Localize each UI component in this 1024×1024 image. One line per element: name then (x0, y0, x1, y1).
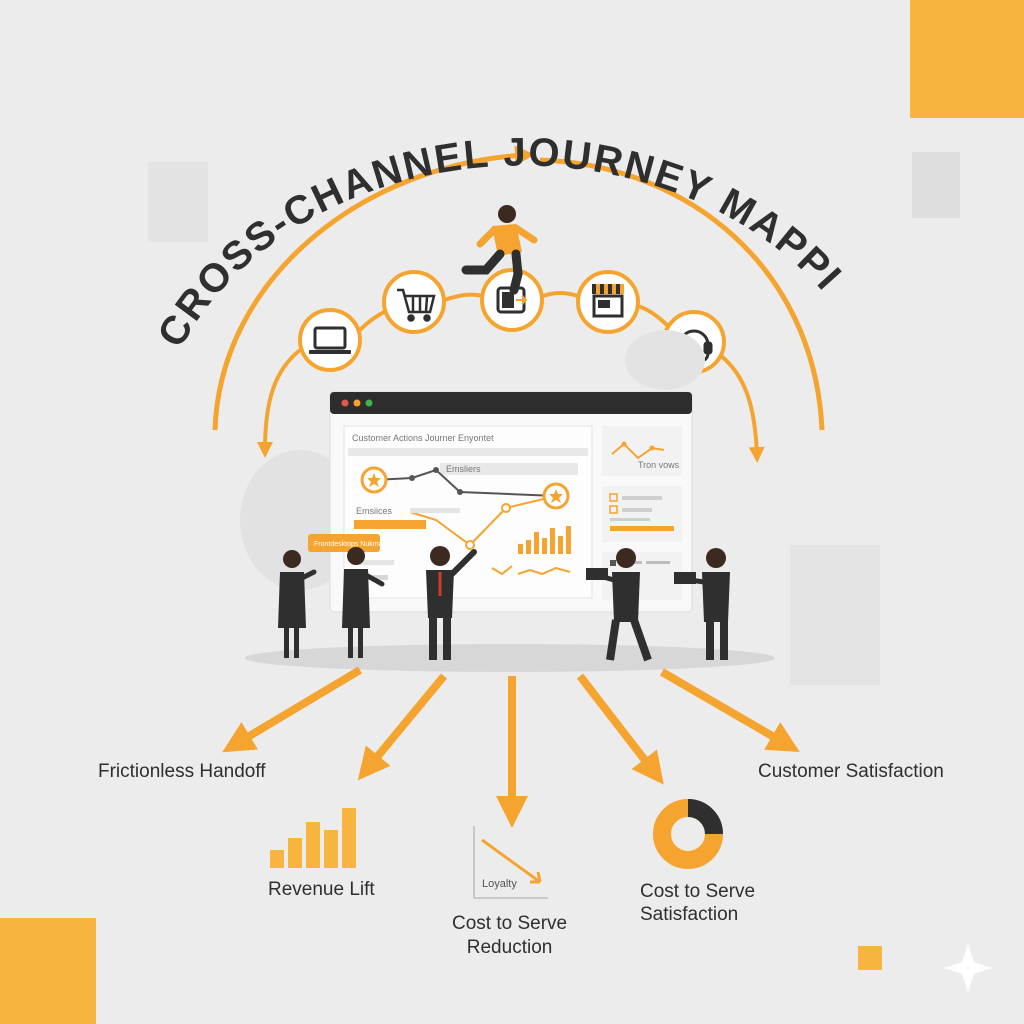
outcome-frictionless-handoff: Frictionless Handoff (98, 761, 266, 782)
corner-square-bottom-left (0, 918, 96, 1024)
outcome-arrow (222, 666, 363, 753)
star-icon (367, 473, 381, 487)
callout-bubble: Frontdesktops Nukmalt (308, 534, 386, 552)
outcome-cost-reduction-line2: Reduction (466, 937, 553, 958)
outcome-arrow (576, 673, 664, 785)
floor-shadow (245, 644, 775, 672)
storefront-icon (592, 284, 624, 318)
sparkle-icon (944, 944, 992, 992)
journey-arc-right (539, 157, 825, 431)
channel-cart (382, 270, 446, 334)
revenue-bars-icon (270, 808, 356, 868)
grey-square-left (148, 162, 208, 242)
channel-store (576, 270, 640, 334)
donut-chart-icon (653, 799, 723, 869)
row-label-2: Emsiices (356, 506, 393, 516)
grey-square-right (912, 152, 960, 218)
man-with-laptop-1 (586, 548, 652, 662)
row-label-1: Emsliers (446, 464, 481, 474)
bg-blob-right (625, 330, 705, 390)
outcome-cost-satisfaction: Cost to Serve Satisfaction (640, 880, 755, 926)
outcome-cost-satisfaction-line2: Satisfaction (640, 904, 739, 925)
outcome-cost-reduction: Cost to Serve Reduction (452, 912, 567, 960)
channel-connector (358, 308, 389, 332)
star-icon (549, 489, 563, 503)
outcome-arrow (357, 673, 448, 781)
panel-title: Customer Actions Journer Enyontet (352, 433, 494, 443)
channel-laptop (298, 308, 362, 372)
shopping-cart-icon (397, 288, 436, 322)
channel-connector (542, 291, 579, 298)
presenter-man (426, 546, 477, 660)
loyalty-label: Loyalty (482, 878, 517, 890)
outcome-cost-satisfaction-line1: Cost to Serve (640, 881, 756, 902)
channel-mobile (480, 268, 544, 332)
laptop-icon (309, 326, 351, 354)
business-woman-1 (278, 550, 317, 658)
running-customer-figure (461, 205, 538, 295)
inner-arc-right (718, 353, 765, 463)
corner-square-top-right (910, 0, 1024, 118)
business-woman-2 (342, 547, 385, 658)
grey-block-right (790, 545, 880, 685)
outcome-arrow (659, 668, 800, 753)
journey-arc-left (212, 145, 535, 431)
man-with-laptop-2 (674, 548, 730, 660)
outcome-cost-reduction-line1: Cost to Serve (452, 913, 568, 934)
channel-connector (637, 304, 670, 328)
small-square-bottom-right (858, 946, 882, 970)
inner-arc-left (257, 348, 302, 458)
mini-bar-chart (518, 526, 571, 554)
outcome-customer-satisfaction: Customer Satisfaction (758, 761, 944, 782)
callout-text: Frontdesktops Nukmalt (314, 541, 386, 548)
declining-chart-icon (473, 826, 548, 899)
dashboard-window: Customer Actions Journer Enyontet Emslie… (329, 391, 693, 613)
channel-connector (443, 292, 484, 302)
outcome-revenue-lift: Revenue Lift (268, 879, 375, 900)
side-label: Tron vows (638, 460, 680, 470)
